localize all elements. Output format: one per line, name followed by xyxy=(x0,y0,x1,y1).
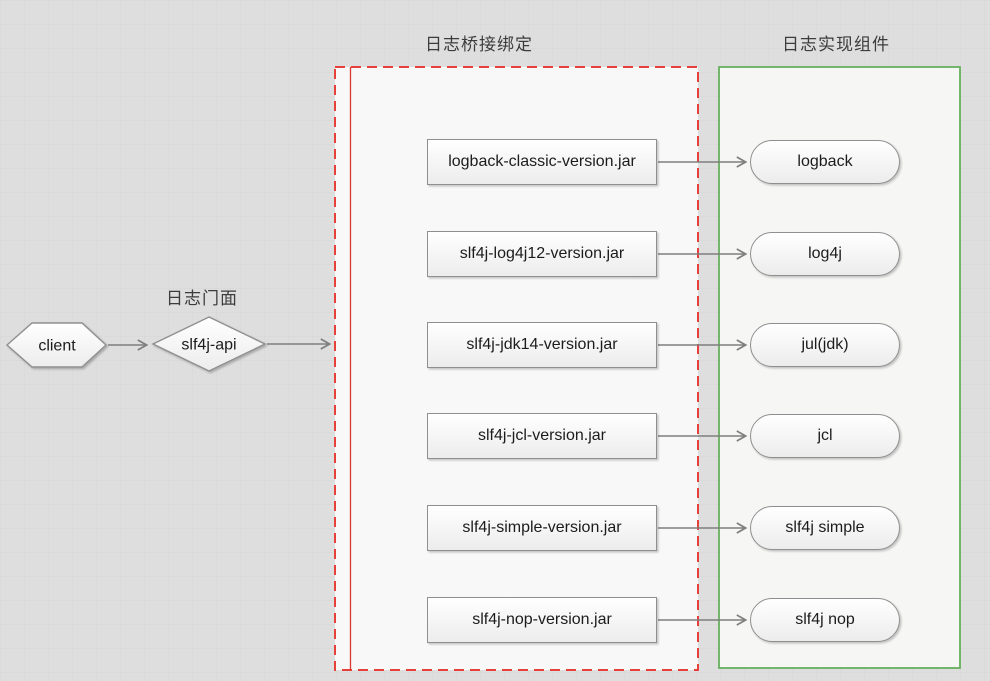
jar-node: slf4j-log4j12-version.jar xyxy=(427,231,657,277)
client-node-label: client xyxy=(38,338,76,355)
facade-title: 日志门面 xyxy=(166,289,238,308)
impl-node: logback xyxy=(750,140,900,184)
slf4j-api-node xyxy=(151,316,267,372)
impl-node: jul(jdk) xyxy=(750,323,900,367)
impl-node: slf4j nop xyxy=(750,598,900,642)
jar-node: slf4j-jcl-version.jar xyxy=(427,413,657,459)
jar-node: logback-classic-version.jar xyxy=(427,139,657,185)
jar-node: slf4j-simple-version.jar xyxy=(427,505,657,551)
binding-group-title: 日志桥接绑定 xyxy=(425,35,533,54)
slf4j-api-node-label: slf4j-api xyxy=(181,337,236,354)
impl-node: log4j xyxy=(750,232,900,276)
jar-node: slf4j-nop-version.jar xyxy=(427,597,657,643)
jar-node: slf4j-jdk14-version.jar xyxy=(427,322,657,368)
impl-node: slf4j simple xyxy=(750,506,900,550)
impl-node: jcl xyxy=(750,414,900,458)
impl-group-title: 日志实现组件 xyxy=(782,35,890,54)
client-node xyxy=(5,322,108,368)
